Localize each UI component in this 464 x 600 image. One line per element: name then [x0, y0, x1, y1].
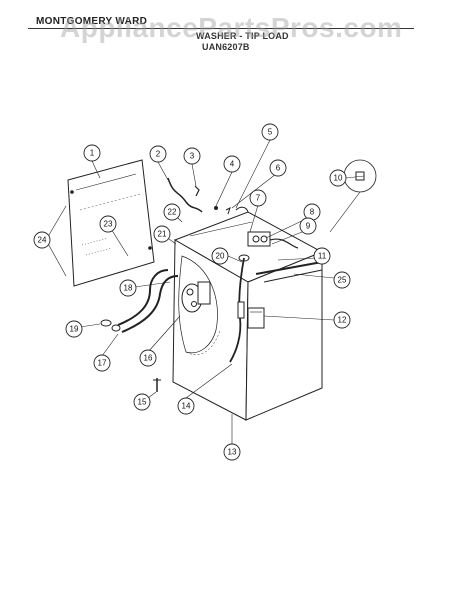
fill-hose — [229, 254, 250, 363]
small-clips — [214, 206, 249, 215]
callout-1: 1 — [90, 149, 95, 158]
callout-21: 21 — [158, 230, 167, 239]
hose-clip — [194, 185, 200, 197]
callout-labels: 1 2 3 4 5 6 7 8 9 10 11 12 13 14 15 16 1… — [38, 128, 347, 457]
water-valve — [181, 281, 211, 313]
header-rule — [28, 28, 414, 29]
top-valve-assembly — [247, 231, 299, 249]
callout-7: 7 — [256, 194, 261, 203]
callout-8: 8 — [310, 208, 315, 217]
drain-hose-top — [167, 177, 203, 213]
leader-lines — [45, 139, 365, 444]
callout-4: 4 — [230, 160, 235, 169]
brand-title: MONTGOMERY WARD — [36, 16, 148, 27]
callout-circles — [33, 123, 351, 461]
callout-6: 6 — [276, 164, 281, 173]
callout-11: 11 — [318, 252, 327, 261]
callout-20: 20 — [216, 252, 225, 261]
callout-10: 10 — [334, 174, 343, 183]
callout-25: 25 — [338, 276, 347, 285]
callout-3: 3 — [190, 152, 195, 161]
callout-16: 16 — [144, 354, 153, 363]
callout-18: 18 — [124, 284, 133, 293]
junction-box — [247, 307, 265, 329]
callout-24: 24 — [38, 236, 47, 245]
callout-13: 13 — [228, 448, 237, 457]
callout-19: 19 — [70, 325, 79, 334]
watermark: AppliancePartsPros.com — [60, 12, 403, 43]
support-rod — [255, 261, 323, 283]
callout-23: 23 — [104, 220, 113, 229]
callout-22: 22 — [168, 208, 177, 217]
callout-15: 15 — [138, 398, 147, 407]
callout-2: 2 — [156, 150, 161, 159]
callout-12: 12 — [338, 316, 347, 325]
model-number: UAN6207B — [202, 42, 250, 52]
callout-5: 5 — [268, 128, 273, 137]
appliance-name: WASHER - TIP LOAD — [196, 31, 289, 41]
leveling-screw — [153, 378, 161, 392]
callout-17: 17 — [98, 359, 107, 368]
callout-9: 9 — [306, 222, 311, 231]
callout-14: 14 — [182, 402, 191, 411]
inlet-hoses — [100, 269, 179, 333]
